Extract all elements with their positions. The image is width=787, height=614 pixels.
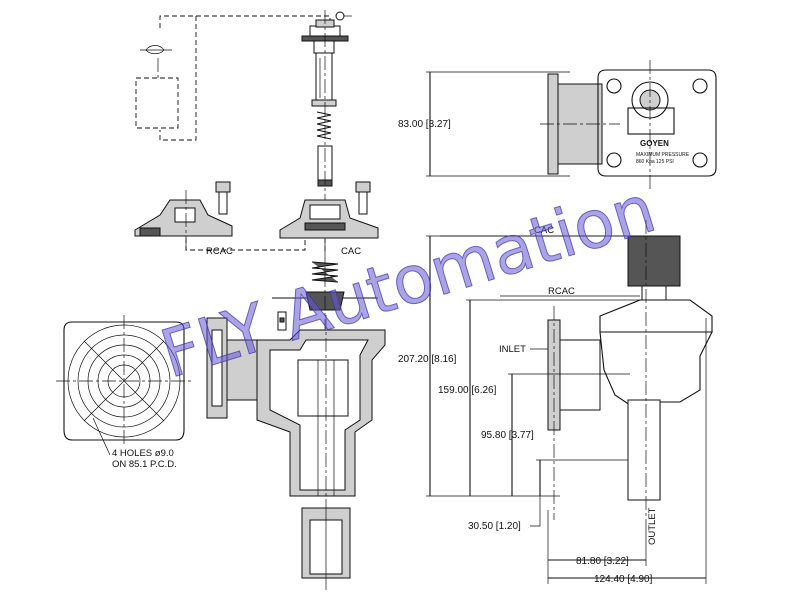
nameplate-pressure-value: 860 Kpa 125 PSI xyxy=(636,159,674,165)
label-holes-line1: 4 HOLES ø9.0 xyxy=(112,448,174,459)
dim-width-half: 81.80 [3.22] xyxy=(576,556,629,567)
dim-height-outlet: 30.50 [1.20] xyxy=(468,521,521,532)
label-rcac-exploded: RCAC xyxy=(206,246,233,257)
label-outlet: OUTLET xyxy=(647,507,658,545)
label-rcac-side: RCAC xyxy=(548,286,575,297)
dim-height-total: 207.20 [8.16] xyxy=(398,354,457,365)
label-inlet: INLET xyxy=(499,344,526,355)
dim-height-inlet: 159.00 [6.26] xyxy=(438,385,497,396)
label-cac-side: CAC xyxy=(534,225,554,236)
side-view xyxy=(547,220,713,520)
dimension-lines xyxy=(426,71,707,584)
label-cac-exploded: CAC xyxy=(341,246,361,257)
top-plan-view xyxy=(540,60,717,190)
label-holes-line2: ON 85.1 P.C.D. xyxy=(112,459,177,470)
dim-height-mid: 95.80 [3.77] xyxy=(481,430,534,441)
dimension-labels: 83.00 [3.27] 207.20 [8.16] 159.00 [6.26]… xyxy=(112,119,690,585)
valve-section-view xyxy=(206,311,386,500)
nameplate-brand: GOYEN xyxy=(640,139,669,148)
dim-height-top: 83.00 [3.27] xyxy=(398,119,451,130)
flange-plan-view xyxy=(56,315,192,456)
nameplate-pressure-title: MAXIMUM PRESSURE xyxy=(636,152,690,158)
dim-width-total: 124.40 [4.90] xyxy=(594,574,653,585)
exploded-view xyxy=(134,10,379,590)
